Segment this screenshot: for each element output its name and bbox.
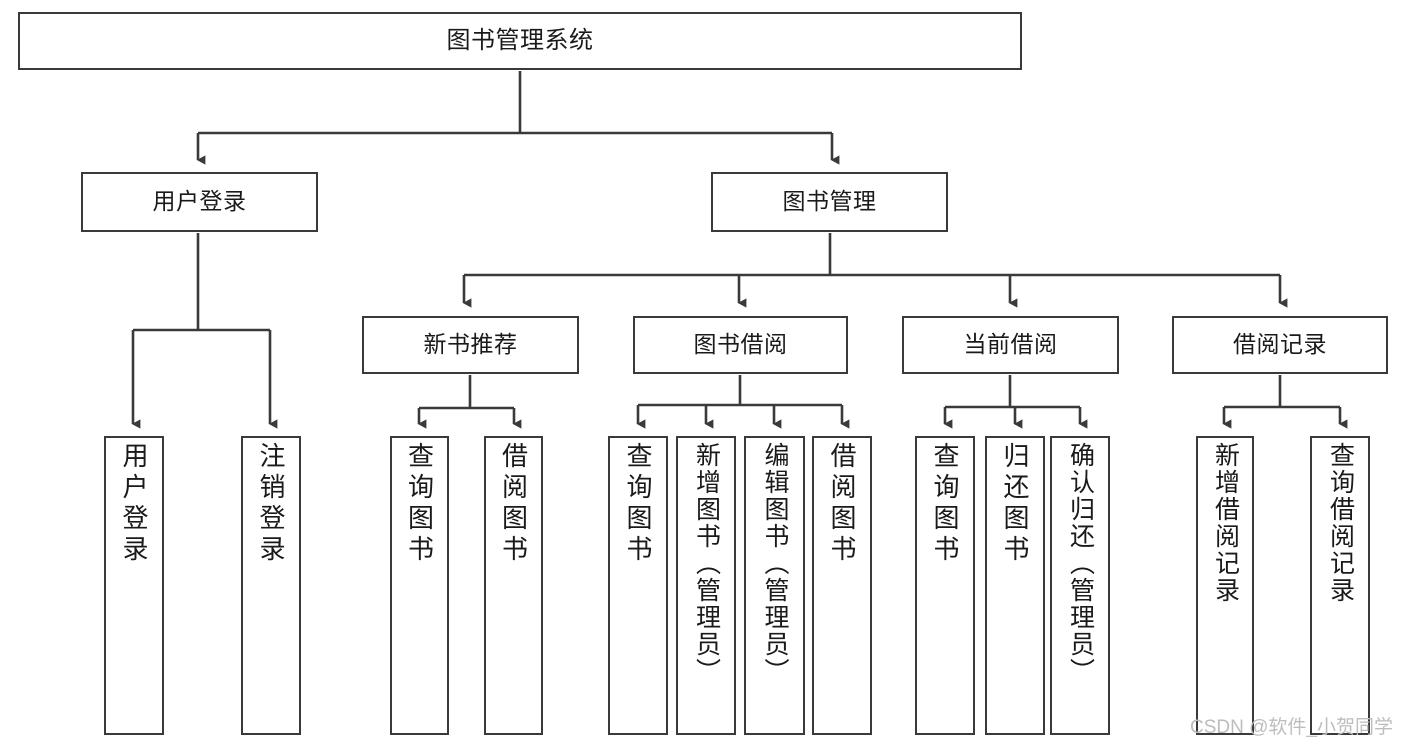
node-label: 图书管理 <box>782 188 877 215</box>
node-label: 用户登录 <box>152 188 247 215</box>
node-label: 查询借阅记录 <box>1326 442 1355 604</box>
leaf-query-books-current[interactable]: 查询图书 <box>915 436 975 735</box>
node-label: 新书推荐 <box>423 331 518 358</box>
node-label: 借阅记录 <box>1233 331 1327 358</box>
node-book-borrowing[interactable]: 图书借阅 <box>633 316 848 374</box>
node-label: 新增图书（管理员） <box>692 442 721 685</box>
node-label: 图书管理系统 <box>446 26 594 54</box>
leaf-edit-book-admin[interactable]: 编辑图书（管理员） <box>744 436 805 735</box>
node-user-login[interactable]: 用户登录 <box>81 172 318 232</box>
node-label: 查询图书 <box>404 442 435 566</box>
node-root-book-management-system[interactable]: 图书管理系统 <box>18 12 1022 70</box>
node-label: 编辑图书（管理员） <box>761 442 789 685</box>
node-label: 确认归还（管理员） <box>1066 442 1095 685</box>
node-label: 注销登录 <box>256 442 286 566</box>
leaf-add-borrow-record[interactable]: 新增借阅记录 <box>1196 436 1254 735</box>
node-borrow-record[interactable]: 借阅记录 <box>1172 316 1388 374</box>
node-current-borrowing[interactable]: 当前借阅 <box>902 316 1119 374</box>
node-new-book-recommendation[interactable]: 新书推荐 <box>362 316 579 374</box>
node-label: 借阅图书 <box>827 442 857 566</box>
node-label: 当前借阅 <box>963 331 1058 358</box>
leaf-query-books-new[interactable]: 查询图书 <box>390 436 449 735</box>
node-label: 用户登录 <box>119 442 149 566</box>
leaf-query-books-borrow[interactable]: 查询图书 <box>608 436 668 735</box>
leaf-borrow-books[interactable]: 借阅图书 <box>812 436 872 735</box>
node-book-management[interactable]: 图书管理 <box>711 172 948 232</box>
node-label: 新增借阅记录 <box>1211 442 1240 604</box>
leaf-confirm-return-admin[interactable]: 确认归还（管理员） <box>1050 436 1110 735</box>
leaf-user-login[interactable]: 用户登录 <box>104 436 164 735</box>
node-label: 查询图书 <box>623 442 653 566</box>
leaf-logout[interactable]: 注销登录 <box>241 436 301 735</box>
leaf-return-books[interactable]: 归还图书 <box>985 436 1045 735</box>
node-label: 图书借阅 <box>693 331 788 358</box>
leaf-borrow-books-new[interactable]: 借阅图书 <box>484 436 543 735</box>
node-label: 归还图书 <box>1000 442 1030 566</box>
leaf-query-borrow-record[interactable]: 查询借阅记录 <box>1310 436 1370 735</box>
node-label: 查询图书 <box>930 442 960 566</box>
leaf-add-book-admin[interactable]: 新增图书（管理员） <box>676 436 736 735</box>
csdn-watermark: CSDN @软件_小贺同学 <box>1190 717 1393 738</box>
node-label: 借阅图书 <box>498 442 529 566</box>
